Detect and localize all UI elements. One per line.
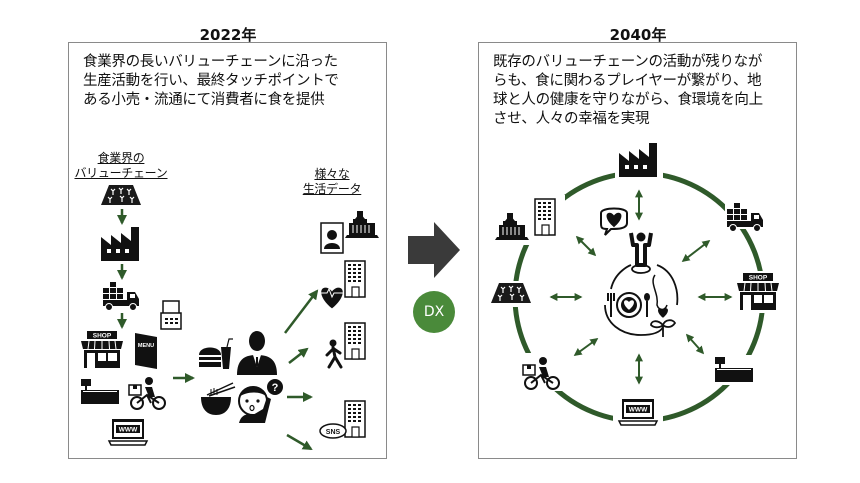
svg-text:?: ?	[272, 382, 279, 394]
truck-icon	[725, 197, 767, 232]
arrow-bike	[573, 338, 599, 356]
factory-icon	[101, 227, 139, 261]
burger-drink-icon	[199, 338, 233, 369]
checkout-counter-icon	[713, 355, 757, 385]
delivery-bike-icon	[521, 353, 565, 391]
svg-text:MENU: MENU	[138, 343, 154, 349]
delivery-bike-icon	[128, 376, 166, 410]
future-state-panel: 既存のバリューチェーンの活動が残りなが らも、食に関わるプレイヤーが繋がり、地 …	[478, 42, 797, 459]
farm-icon	[489, 281, 535, 307]
arrow-counter	[685, 333, 705, 355]
person-earth-plate-sprout-icon	[600, 207, 679, 337]
chain-arrow-2	[117, 264, 127, 280]
id-document-government-icon	[320, 210, 380, 254]
arrow-truck	[681, 240, 711, 262]
farm-icon	[100, 184, 142, 206]
ramen-icon	[201, 382, 236, 415]
government-building-icon	[494, 195, 565, 245]
current-state-panel: 食業界の長いバリューチェーンに沿った 生産活動を行い、最終タッチポイントで ある…	[68, 42, 387, 459]
shop-icon	[80, 330, 124, 369]
truck-icon	[102, 281, 140, 311]
chain-arrow-1	[117, 209, 127, 225]
year-2022-title: 2022年	[199, 26, 257, 44]
laptop-www-icon	[108, 418, 148, 446]
walking-person-building-icon	[325, 322, 366, 369]
arrow-government	[575, 235, 597, 257]
transition-arrow-icon	[408, 222, 460, 278]
consumer-to-data-arrows	[284, 289, 319, 451]
sns-building-icon: SNS	[319, 400, 366, 439]
factory-icon	[615, 141, 663, 179]
life-data-label: 様々な 生活データ	[302, 167, 362, 196]
menu-icon: MENU	[135, 333, 157, 369]
receipt-icon	[160, 300, 182, 330]
dx-badge: DX	[413, 291, 455, 333]
confused-person-icon: ?	[238, 379, 283, 423]
channel-to-consumer-arrow	[173, 373, 195, 383]
businessman-icon	[237, 331, 277, 375]
future-state-description: 既存のバリューチェーンの活動が残りなが らも、食に関わるプレイヤーが繋がり、地 …	[493, 54, 763, 127]
current-state-description: 食業界の長いバリューチェーンに沿った 生産活動を行い、最終タッチポイントで ある…	[83, 54, 339, 108]
laptop-www-icon	[613, 397, 663, 427]
year-2040-title: 2040年	[609, 26, 667, 44]
value-chain-label: 食業界の バリューチェーン	[74, 151, 168, 180]
svg-text:SNS: SNS	[326, 429, 341, 436]
checkout-counter-icon	[81, 379, 119, 404]
shop-icon	[735, 271, 783, 313]
heart-hospital-icon	[321, 260, 366, 309]
chain-arrow-3	[117, 313, 127, 329]
